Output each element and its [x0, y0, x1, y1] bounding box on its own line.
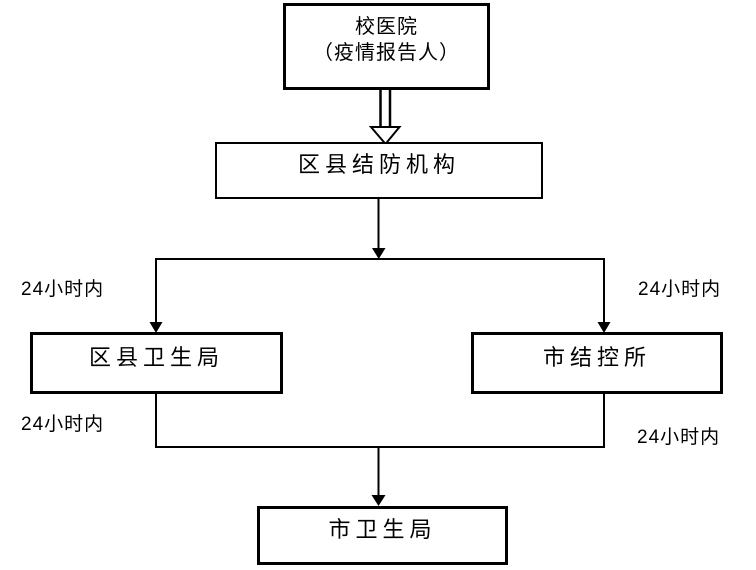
node-district-health-bureau: 区县卫生局 — [30, 332, 283, 394]
edge-label-upper-right: 24小时内 — [638, 279, 722, 300]
node-district-health-bureau-label: 区县卫生局 — [88, 344, 224, 370]
double-arrow-head-icon — [368, 126, 402, 146]
node-city-tb-control-label: 市结控所 — [542, 344, 651, 370]
arrowhead-left-box-icon — [149, 322, 163, 333]
node-school-hospital: 校医院 （疫情报告人） — [283, 3, 490, 90]
arrowhead-right-box-icon — [597, 322, 611, 333]
node-city-health-bureau-label: 市卫生局 — [328, 517, 437, 543]
node-city-health-bureau: 市卫生局 — [257, 506, 508, 565]
node-school-hospital-line1: 校医院 — [355, 15, 418, 38]
edge-label-lower-right: 24小时内 — [637, 427, 721, 448]
node-district-tb-prevention-label: 区县结防机构 — [297, 152, 460, 178]
arrowhead-bottom-box-icon — [371, 495, 386, 506]
node-district-tb-prevention: 区县结防机构 — [215, 142, 543, 199]
arrowhead-split-icon — [372, 248, 386, 259]
node-city-tb-control: 市结控所 — [471, 332, 723, 394]
edge-label-lower-left: 24小时内 — [21, 414, 105, 435]
edge-label-upper-left: 24小时内 — [21, 279, 105, 300]
node-school-hospital-line2: （疫情报告人） — [313, 41, 460, 64]
